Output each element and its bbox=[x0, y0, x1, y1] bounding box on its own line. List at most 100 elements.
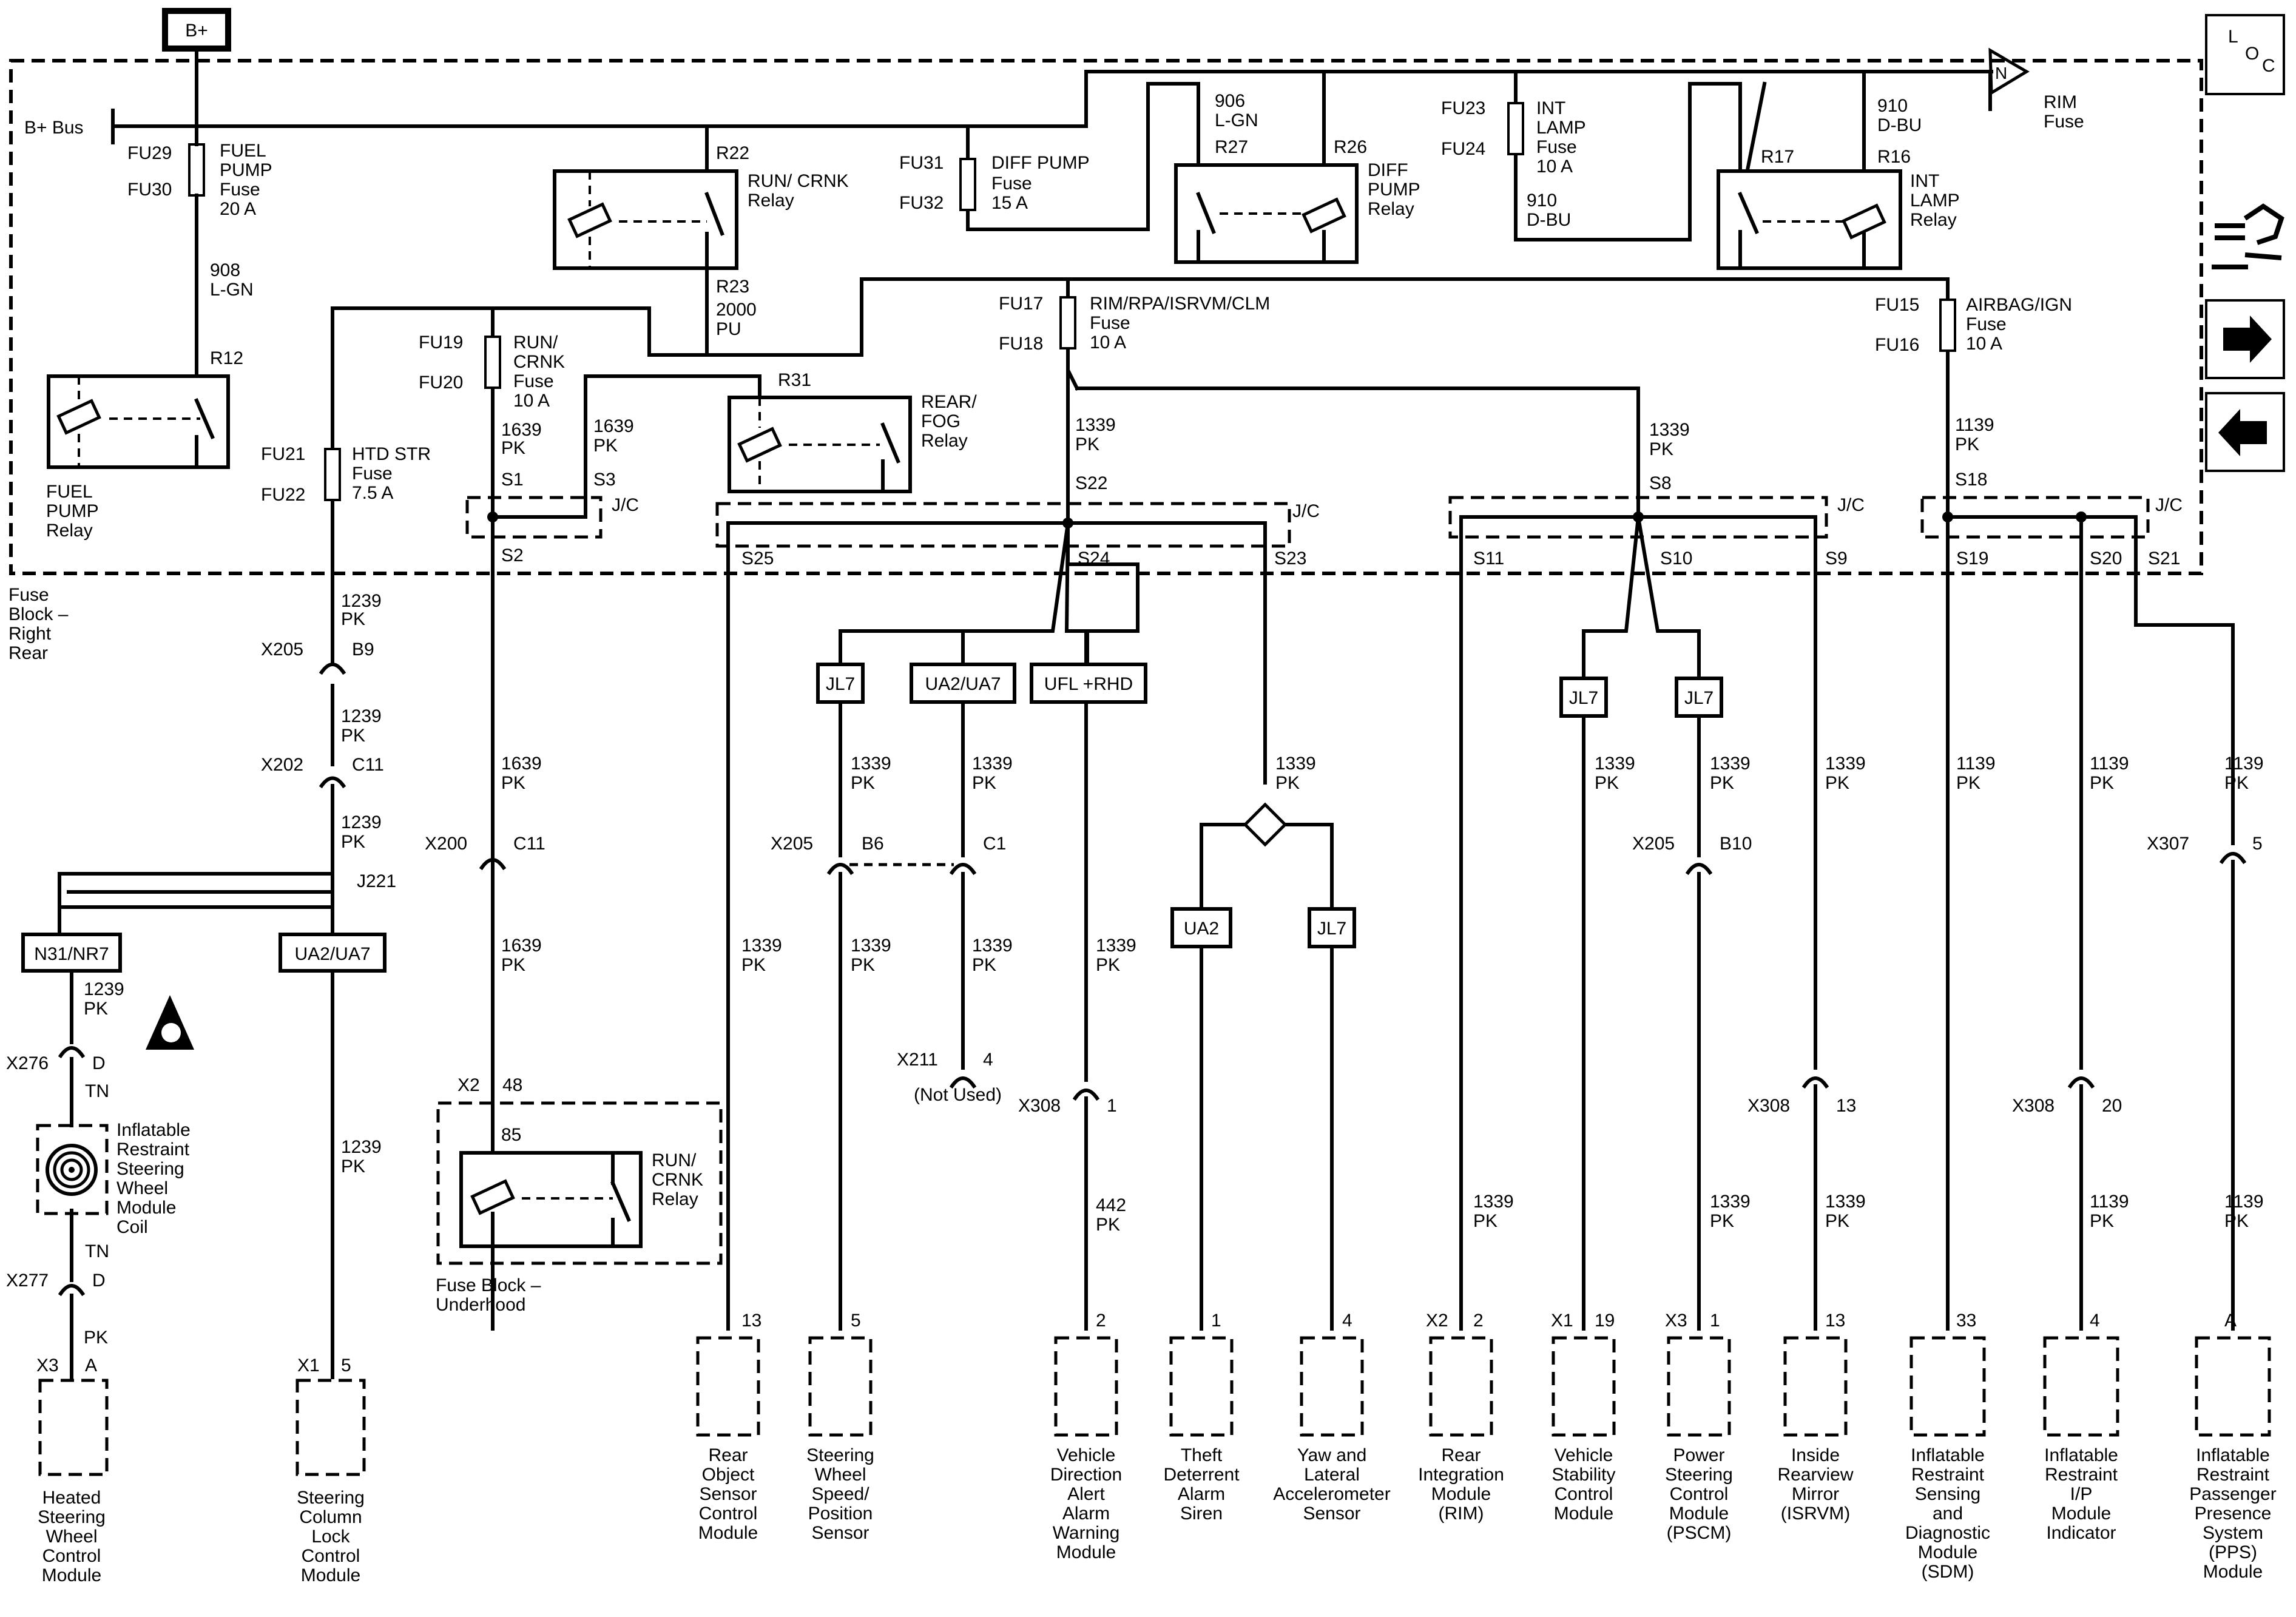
fu20-label: FU20 bbox=[419, 373, 463, 393]
wire-1139-s19-num: 1139 bbox=[1956, 754, 1996, 774]
svg-text:33: 33 bbox=[1956, 1311, 1976, 1331]
svg-text:Rear: Rear bbox=[708, 1445, 748, 1465]
x308-20-connector bbox=[2067, 1076, 2095, 1089]
wire-1639-b-num: 1639 bbox=[501, 754, 542, 774]
svg-text:Rearview: Rearview bbox=[1777, 1465, 1853, 1485]
rear-fog-relay-label-2: FOG bbox=[921, 411, 961, 431]
wire-1339-c1-num: 1339 bbox=[972, 936, 1013, 956]
fu31-name: DIFF PUMP bbox=[991, 153, 1090, 173]
fu21-rating: 7.5 A bbox=[352, 483, 393, 503]
fu22-label: FU22 bbox=[261, 485, 305, 505]
fu30-label: FU30 bbox=[127, 180, 172, 200]
svg-text:Inflatable: Inflatable bbox=[2044, 1445, 2118, 1465]
svg-text:Siren: Siren bbox=[1180, 1504, 1223, 1524]
terminal-s2: S2 bbox=[501, 545, 524, 565]
fu24-label: FU24 bbox=[1441, 139, 1485, 159]
wire-1139-s20-color: PK bbox=[2090, 773, 2114, 793]
svg-text:Inflatable: Inflatable bbox=[1911, 1445, 1985, 1465]
fu19-rating: 10 A bbox=[513, 391, 550, 411]
next-arrow-icon[interactable] bbox=[2205, 299, 2285, 379]
wire-1339-x205b6-num: 1339 bbox=[851, 936, 891, 956]
fu17-fuse-word: Fuse bbox=[1090, 313, 1130, 333]
wire-1139-indicator-color: PK bbox=[2090, 1211, 2114, 1231]
previous-arrow-icon[interactable] bbox=[2205, 392, 2285, 472]
airbag-warning-icon bbox=[146, 995, 194, 1050]
option-n31-nr7-label: N31/NR7 bbox=[34, 944, 109, 964]
x2-48-label: X2 bbox=[458, 1075, 480, 1095]
svg-text:13: 13 bbox=[741, 1311, 761, 1331]
fu19-name-2: CRNK bbox=[513, 352, 565, 372]
module-inside-rearview-mirror: 13 Inside Rearview Mirror (ISRVM) bbox=[1777, 1311, 1853, 1524]
fu16-label: FU16 bbox=[1875, 335, 1919, 355]
wire-1339-ufl-color: PK bbox=[1096, 955, 1120, 975]
svg-text:Rear: Rear bbox=[1441, 1445, 1481, 1465]
svg-text:(PSCM): (PSCM) bbox=[1667, 1523, 1732, 1543]
svg-text:Accelerometer: Accelerometer bbox=[1273, 1484, 1390, 1504]
fuse-block-label-4: Rear bbox=[8, 643, 48, 663]
svg-text:Passenger: Passenger bbox=[2189, 1484, 2276, 1504]
terminal-s20: S20 bbox=[2090, 549, 2122, 569]
svg-text:Steering: Steering bbox=[1665, 1465, 1733, 1485]
wire-tn-lower: TN bbox=[85, 1241, 109, 1261]
svg-text:X3: X3 bbox=[1665, 1311, 1687, 1331]
svg-text:Sensor: Sensor bbox=[1303, 1504, 1360, 1524]
x308-1-connector bbox=[1072, 1089, 1100, 1101]
jc-s8 bbox=[1448, 496, 1828, 539]
loc-box[interactable] bbox=[2205, 14, 2285, 95]
wire-1239-c-num: 1239 bbox=[341, 812, 382, 832]
wire-910-color-left: D-BU bbox=[1527, 210, 1571, 230]
wire-1339-s8-color: PK bbox=[1649, 439, 1673, 459]
svg-text:Speed/: Speed/ bbox=[811, 1484, 869, 1504]
jc-s18 bbox=[1920, 496, 2150, 539]
wiring-harness-icon[interactable] bbox=[2212, 203, 2284, 269]
fu23-rating: 10 A bbox=[1536, 157, 1573, 177]
svg-text:Alert: Alert bbox=[1067, 1484, 1105, 1504]
diff-pump-relay-label-1: DIFF bbox=[1368, 160, 1408, 180]
wire-1339-s9-color: PK bbox=[1825, 773, 1849, 793]
fu32-label: FU32 bbox=[899, 193, 944, 213]
module-steering-wheel-speed-sensor: 5 Steering Wheel Speed/ Position Sensor bbox=[806, 1311, 874, 1543]
b-plus-bus-label: B+ Bus bbox=[24, 118, 84, 138]
fu17-rating: 10 A bbox=[1090, 333, 1126, 353]
svg-text:A: A bbox=[2224, 1311, 2237, 1331]
option-jl7-b-label: JL7 bbox=[1317, 919, 1346, 939]
rim-fuse-label-1: RIM bbox=[2044, 92, 2077, 112]
fu15-fuse-word: Fuse bbox=[1966, 314, 2007, 334]
wire-pk-label: PK bbox=[84, 1328, 108, 1348]
coil-label-1: Inflatable bbox=[116, 1120, 191, 1140]
x2-48-pin: 48 bbox=[502, 1075, 522, 1095]
fu15-label: FU15 bbox=[1875, 295, 1919, 315]
terminal-r12: R12 bbox=[210, 348, 243, 368]
x276-label: X276 bbox=[6, 1053, 49, 1073]
svg-text:Sensor: Sensor bbox=[811, 1523, 869, 1543]
wire-1339-jl7c-color: PK bbox=[1595, 773, 1619, 793]
terminal-s1: S1 bbox=[501, 470, 524, 490]
int-lamp-relay bbox=[1717, 169, 1902, 270]
fuse-block-underhood-outline bbox=[436, 1101, 723, 1265]
terminal-s8: S8 bbox=[1649, 473, 1672, 493]
option-jl7-a-label: JL7 bbox=[826, 674, 855, 694]
option-diamond bbox=[1243, 802, 1288, 847]
svg-text:4: 4 bbox=[2090, 1311, 2100, 1331]
diff-pump-relay-label-2: PUMP bbox=[1368, 180, 1420, 200]
x308-1-label: X308 bbox=[1018, 1096, 1061, 1116]
x276-pin: D bbox=[92, 1053, 106, 1073]
wire-1639-c-color: PK bbox=[501, 955, 525, 975]
svg-text:X2: X2 bbox=[1426, 1311, 1448, 1331]
svg-text:X3: X3 bbox=[36, 1355, 59, 1376]
svg-text:Theft: Theft bbox=[1181, 1445, 1223, 1465]
module-rear-integration: X2 2 Rear Integration Module (RIM) bbox=[1418, 1311, 1504, 1524]
run-crnk-uh-label-3: Relay bbox=[652, 1189, 698, 1209]
jc-label-s3: J/C bbox=[612, 495, 639, 515]
svg-text:Module: Module bbox=[698, 1523, 758, 1543]
j221-label: J221 bbox=[357, 871, 396, 891]
x308-13-label: X308 bbox=[1747, 1096, 1790, 1116]
wire-1639-s1-num: 1639 bbox=[501, 420, 542, 440]
x211-connector bbox=[949, 1076, 977, 1089]
terminal-r27: R27 bbox=[1215, 137, 1248, 157]
b-plus-box bbox=[162, 8, 231, 52]
option-ua2-ua7-left-label: UA2/UA7 bbox=[294, 944, 370, 964]
svg-text:Steering: Steering bbox=[806, 1445, 874, 1465]
x205-b9-label: X205 bbox=[261, 640, 303, 660]
c1-pin: C1 bbox=[983, 834, 1006, 854]
